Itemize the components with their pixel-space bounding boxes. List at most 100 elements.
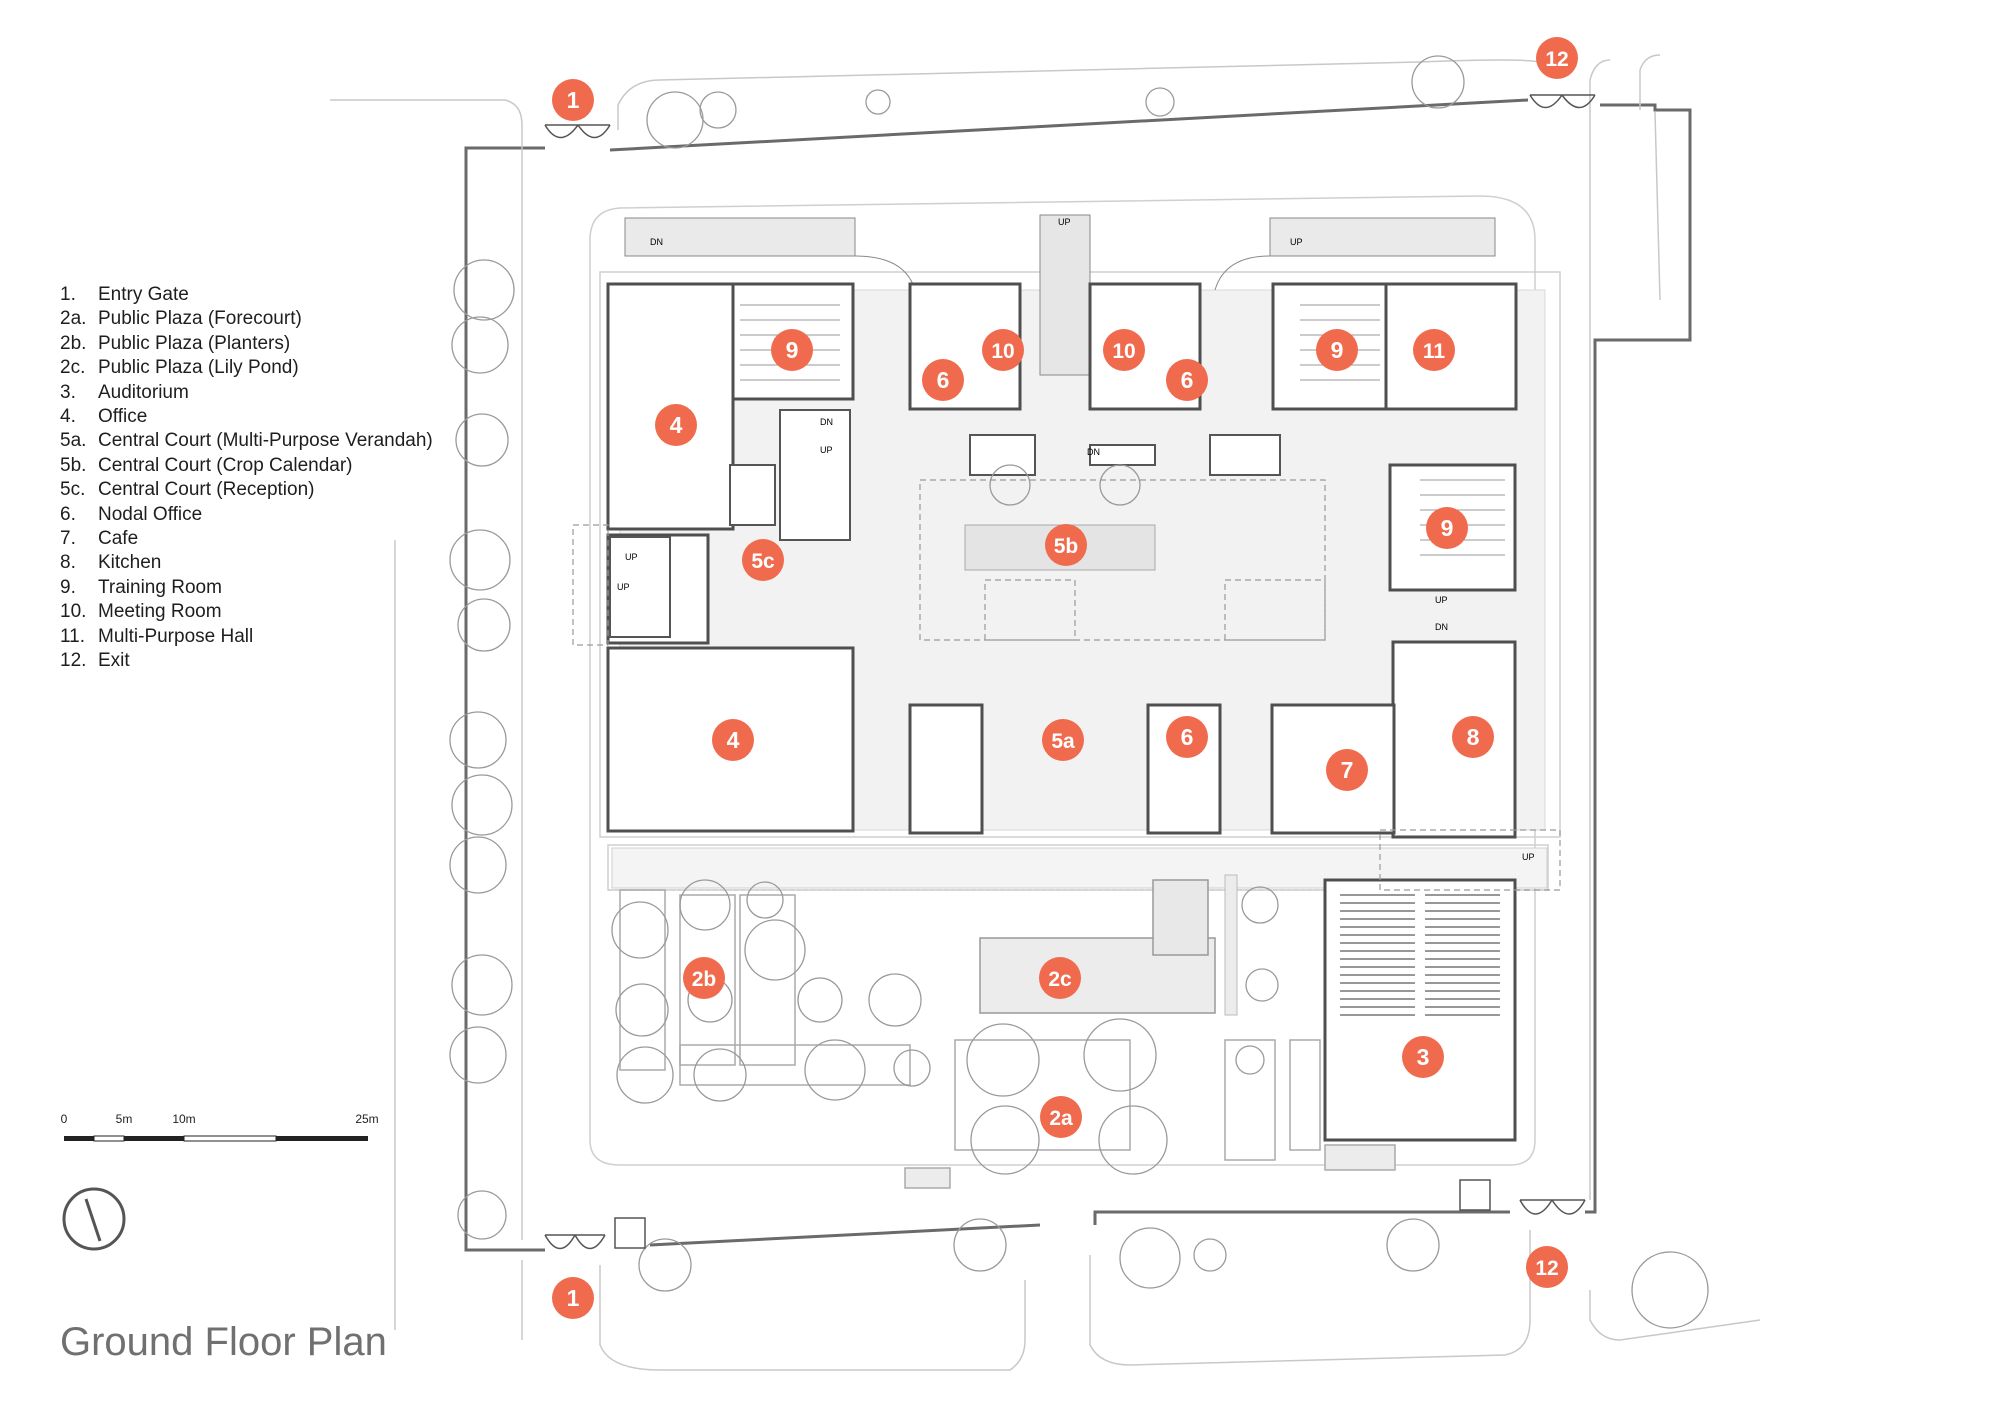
marker-circle [1536,37,1578,79]
legend-number: 9. [60,576,76,598]
legend-label: Entry Gate [98,284,189,305]
scale-tick: 10m [172,1112,196,1126]
gate-icon [544,94,1596,1250]
north-arrow-icon [62,1187,126,1251]
room-marker-5c: 5c [742,539,784,581]
legend-label: Auditorium [98,381,189,403]
room-marker-2c: 2c [1039,957,1081,999]
marker-label: 3 [1417,1044,1430,1070]
tree-icon [449,55,1709,1329]
legend-number: 6. [60,503,76,525]
legend-label: Training Room [98,576,222,598]
legend-item: 4.Office [60,405,433,429]
marker-circle [1526,1246,1568,1288]
stair-label-up: UP [1058,217,1071,227]
marker-label: 6 [1181,367,1194,393]
marker-circle [1166,716,1208,758]
legend-label: Multi-Purpose Hall [98,625,254,647]
marker-circle [1452,716,1494,758]
stair-label-up: UP [1435,595,1448,605]
marker-label: 11 [1423,340,1446,363]
room-marker-9: 9 [771,329,813,371]
marker-label: 7 [1341,757,1354,783]
legend-label: Meeting Room [98,601,222,623]
marker-circle [1040,1096,1082,1138]
marker-label: 2b [692,968,717,991]
marker-label: 1 [567,87,580,113]
legend-label: Public Plaza (Lily Pond) [98,357,299,379]
stair-labels: DN UP UP DN UP UP DN UP UP DN UP [617,217,1535,862]
legend-item: 10. Meeting Room [60,600,433,624]
marker-label: 5b [1054,535,1079,558]
legend-item: 1.Entry Gate [60,283,433,307]
marker-circle [1166,359,1208,401]
legend-item: 3.Auditorium [60,381,433,405]
marker-circle [1039,957,1081,999]
legend-label: Kitchen [98,552,162,574]
legend-number: 5b. [60,454,87,476]
legend-number: 2c. [60,357,86,379]
room-marker-3: 3 [1402,1036,1444,1078]
legend-item: 12.Exit [60,649,433,673]
marker-label: 4 [670,412,683,438]
legend-label: Nodal Office [98,503,203,525]
stair-label-up: UP [820,445,833,455]
legend-number: 8. [60,552,76,574]
scale-bar: 0 5m 10m 25m [60,1112,390,1152]
stair-label-dn: DN [820,417,833,427]
page-title: Ground Floor Plan [60,1320,387,1364]
legend-item: 2a. Public Plaza (Forecourt) [60,307,433,331]
auditorium-seating [1340,890,1500,1030]
room-marker-1: 1 [552,1277,594,1319]
legend-label: Exit [98,650,130,672]
marker-label: 10 [1112,340,1135,363]
marker-label: 9 [1331,337,1344,363]
legend-label: Public Plaza (Forecourt) [98,308,302,330]
scale-tick: 5m [115,1112,133,1126]
marker-label: 5a [1051,730,1075,753]
planters [619,889,1396,1189]
room-marker-2a: 2a [1040,1096,1082,1138]
legend-number: 2a. [60,308,87,330]
room-marker-6: 6 [922,359,964,401]
stair-label-up: UP [1290,237,1303,247]
marker-circle [552,79,594,121]
crop-calendar-grid [572,479,1561,891]
room-marker-10: 10 [982,329,1024,371]
marker-circle [655,404,697,446]
marker-label: 6 [1181,724,1194,750]
stair-label-up: UP [625,552,638,562]
marker-circle [1426,507,1468,549]
legend-number: 10. [60,601,87,623]
legend-number: 2b. [60,332,87,354]
marker-label: 2a [1049,1107,1073,1130]
lily-pond [979,874,1238,1016]
room-marker-9: 9 [1316,329,1358,371]
legend-item: 9. Training Room [60,576,433,600]
legend-label: Public Plaza (Planters) [98,332,291,354]
marker-label: 12 [1545,48,1568,71]
room-marker-11: 11 [1413,329,1455,371]
top-stairs [624,214,1496,376]
room-marker-5b: 5b [1045,524,1087,566]
room-marker-10: 10 [1103,329,1145,371]
stair-label-up: UP [617,582,630,592]
legend-number: 7. [60,528,76,550]
legend-item: 2b. Public Plaza (Planters) [60,332,433,356]
room-marker-7: 7 [1326,749,1368,791]
legend-label: Central Court (Multi-Purpose Verandah) [98,430,433,452]
legend-item: 5b.Central Court (Crop Calendar) [60,454,433,478]
legend-number: 11. [60,625,86,647]
marker-label: 9 [1441,515,1454,541]
site-boundary [464,98,1692,1252]
room-marker-12: 12 [1536,37,1578,79]
legend-item: 5a.Central Court (Multi-Purpose Verandah… [60,429,433,453]
legend-item: 6. Nodal Office [60,503,433,527]
scale-tick: 0 [60,1112,68,1126]
marker-circle [982,329,1024,371]
room-marker-5a: 5a [1042,719,1084,761]
stair-label-dn: DN [650,237,663,247]
room-marker-1: 1 [552,79,594,121]
marker-circle [683,957,725,999]
